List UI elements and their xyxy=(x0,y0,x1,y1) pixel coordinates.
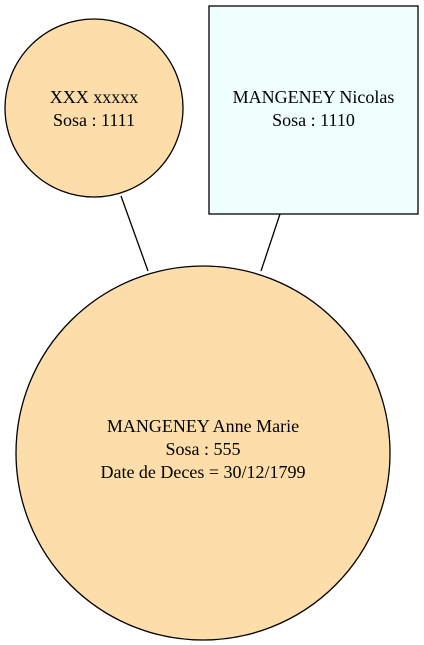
mother-circle xyxy=(4,18,184,198)
edge-mother-child xyxy=(120,195,149,272)
father-name: MANGENEY Nicolas xyxy=(233,87,395,107)
child-death-date: Date de Deces = 30/12/1799 xyxy=(100,462,305,482)
person-node-child[interactable]: MANGENEY Anne Marie Sosa : 555 Date de D… xyxy=(15,265,391,641)
child-sosa: Sosa : 555 xyxy=(165,439,240,459)
mother-name: XXX xxxxx xyxy=(50,87,139,107)
mother-sosa: Sosa : 1111 xyxy=(53,110,135,130)
father-box xyxy=(208,5,419,215)
child-name: MANGENEY Anne Marie xyxy=(107,416,299,436)
person-node-father[interactable]: MANGENEY Nicolas Sosa : 1110 xyxy=(208,5,419,215)
edge-father-child xyxy=(260,213,281,272)
person-node-mother[interactable]: XXX xxxxx Sosa : 1111 xyxy=(4,18,184,198)
father-sosa: Sosa : 1110 xyxy=(272,110,355,130)
child-circle xyxy=(15,265,391,641)
